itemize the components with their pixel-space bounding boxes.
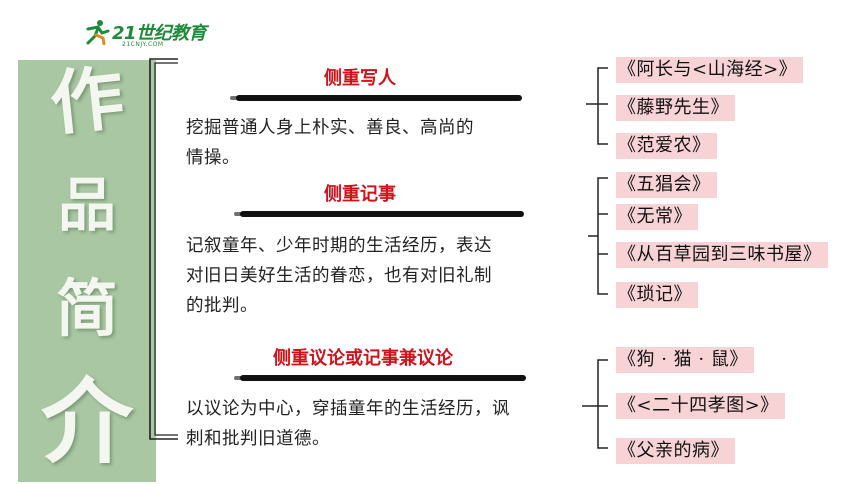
section-1-desc-line-1: 挖掘普通人身上朴实、善良、高尚的 bbox=[186, 118, 474, 138]
works-brackets bbox=[582, 67, 608, 449]
panel-glyph-1: 作 bbox=[46, 60, 128, 146]
section-3-desc-line-1: 以议论为中心，穿插童年的生活经历，讽 bbox=[186, 399, 510, 419]
runner-logo-icon bbox=[86, 20, 110, 45]
panel-glyph-4: 介 bbox=[40, 368, 133, 476]
section-1-underline bbox=[230, 95, 522, 101]
section-3-description: 以议论为中心，穿插童年的生活经历，讽 刺和批判旧道德。 bbox=[186, 394, 510, 454]
section-2-underline bbox=[234, 211, 524, 217]
work-tag: 《<二十四孝图>》 bbox=[616, 393, 785, 419]
section-2-description: 记叙童年、少年时期的生活经历，表达 对旧日美好生活的眷恋，也有对旧礼制 的批判。 bbox=[186, 231, 492, 321]
work-tag: 《琐记》 bbox=[616, 282, 698, 308]
section-2-desc-line-1: 记叙童年、少年时期的生活经历，表达 bbox=[186, 236, 492, 256]
section-1-desc-line-2: 情操。 bbox=[186, 148, 240, 168]
section-2-heading: 侧重记事 bbox=[324, 184, 396, 205]
work-tag: 《五猖会》 bbox=[616, 172, 717, 198]
logo-text: 21世纪教育 bbox=[112, 23, 207, 44]
work-tag: 《藤野先生》 bbox=[616, 95, 735, 121]
main-bracket-icon bbox=[149, 58, 178, 440]
panel-glyph-3: 简 bbox=[55, 272, 118, 345]
work-tag: 《无常》 bbox=[616, 204, 698, 230]
work-tag: 《从百草园到三味书屋》 bbox=[616, 242, 828, 268]
section-3-underline bbox=[234, 375, 526, 381]
work-tag: 《阿长与<山海经>》 bbox=[616, 57, 804, 83]
section-3-heading: 侧重议论或记事兼议论 bbox=[273, 348, 453, 369]
site-logo: 21世纪教育 21CNJY.COM bbox=[82, 18, 207, 48]
title-panel: 作 品 简 介 bbox=[18, 60, 156, 482]
bracket-group-2-icon bbox=[597, 177, 608, 295]
bracket-group-1-icon bbox=[597, 67, 608, 145]
section-2-desc-line-2: 对旧日美好生活的眷恋，也有对旧礼制 bbox=[186, 266, 492, 286]
work-tag: 《父亲的病》 bbox=[616, 438, 735, 464]
section-1-heading: 侧重写人 bbox=[324, 68, 396, 89]
section-2-desc-line-3: 的批判。 bbox=[186, 296, 258, 316]
panel-glyph-2: 品 bbox=[57, 171, 116, 239]
logo-subtext: 21CNJY.COM bbox=[122, 41, 164, 48]
section-1-description: 挖掘普通人身上朴实、善良、高尚的 情操。 bbox=[186, 113, 474, 173]
bracket-group-3-icon bbox=[597, 359, 608, 449]
section-3-desc-line-2: 刺和批判旧道德。 bbox=[186, 429, 330, 449]
work-tag: 《范爱农》 bbox=[616, 133, 717, 159]
work-tag: 《狗 · 猫 · 鼠》 bbox=[616, 347, 754, 373]
